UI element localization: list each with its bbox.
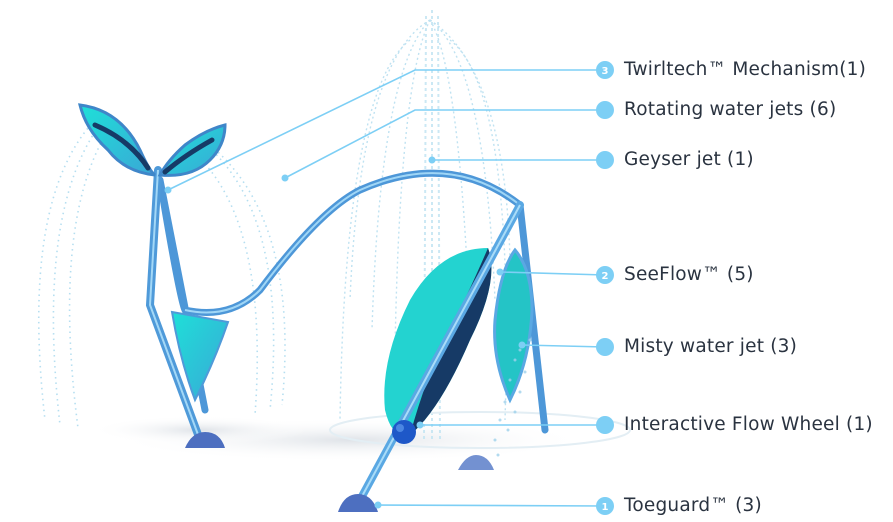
callout-label-misty: Misty water jet (3) <box>624 338 797 357</box>
flow-wheel-icon <box>392 420 416 444</box>
callout-label-geyser: Geyser jet (1) <box>624 151 754 170</box>
callout-label-twirltech: Twirltech™ Mechanism(1) <box>624 61 866 80</box>
whale-tail <box>80 105 225 175</box>
whale-post <box>150 170 200 440</box>
callout-label-seeflow: SeeFlow™ (5) <box>624 266 754 285</box>
callout-dot-misty <box>596 338 614 356</box>
arch-pipe <box>160 173 545 430</box>
svg-text:3: 3 <box>602 66 609 77</box>
callout-dot-toeguard: 1 <box>596 497 614 515</box>
callout-dot-rotating-jets <box>596 101 614 119</box>
misty-arc-spray <box>39 118 285 428</box>
callout-dot-seeflow: 2 <box>596 266 614 284</box>
callout-dot-geyser <box>596 151 614 169</box>
callout-label-flow-wheel: Interactive Flow Wheel (1) <box>624 416 873 435</box>
svg-text:2: 2 <box>602 271 609 282</box>
svg-text:1: 1 <box>602 502 609 513</box>
callout-dot-twirltech: 3 <box>596 61 614 79</box>
flow-wheel-highlight <box>396 424 404 432</box>
toeguard-base <box>338 494 378 512</box>
callout-dot-flow-wheel <box>596 416 614 434</box>
callout-label-toeguard: Toeguard™ (3) <box>624 497 762 516</box>
callout-label-rotating-jets: Rotating water jets (6) <box>624 101 836 120</box>
